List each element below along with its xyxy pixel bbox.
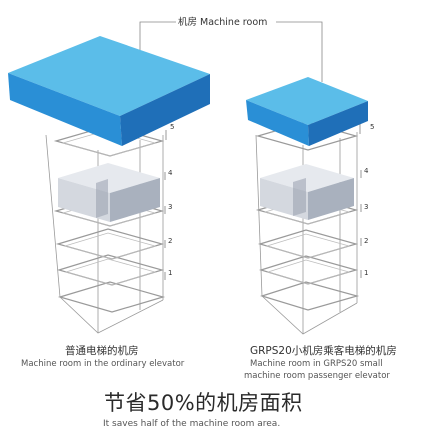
leader-line-left — [139, 21, 176, 52]
subline: It saves half of the machine room area. — [103, 419, 281, 429]
right-caption-en-line1: Machine room in GRPS20 small — [250, 359, 383, 369]
left-elevator-cab — [58, 163, 160, 222]
right-machine-room — [246, 77, 368, 146]
headline: 节省50%的机房面积 — [104, 391, 303, 415]
left-floor-4: 4 — [168, 169, 173, 177]
right-floor-2: 2 — [364, 237, 369, 245]
right-floor-3: 3 — [364, 203, 369, 211]
right-floor-labels — [359, 124, 362, 278]
right-elevator-cab — [260, 164, 354, 220]
right-shaft-frame — [255, 132, 358, 335]
left-floor-labels — [164, 130, 167, 280]
right-caption-cn: GRPS20小机房乘客电梯的机房 — [250, 345, 397, 357]
right-floor-4: 4 — [364, 167, 369, 175]
left-caption-cn: 普通电梯的机房 — [65, 345, 139, 357]
right-caption-en-line2: machine room passenger elevator — [244, 371, 390, 381]
right-floor-1: 1 — [364, 269, 369, 277]
machine-room-label: 机房 Machine room — [178, 17, 268, 28]
right-floor-5: 5 — [370, 123, 375, 131]
left-elevator — [8, 36, 210, 334]
left-machine-room — [8, 36, 210, 146]
left-caption-en: Machine room in the ordinary elevator — [21, 359, 185, 369]
leader-line-right — [276, 21, 323, 82]
left-floor-1: 1 — [168, 269, 173, 277]
right-elevator — [246, 77, 368, 335]
left-floor-5: 5 — [170, 123, 175, 131]
left-floor-2: 2 — [168, 237, 173, 245]
left-floor-3: 3 — [168, 203, 173, 211]
